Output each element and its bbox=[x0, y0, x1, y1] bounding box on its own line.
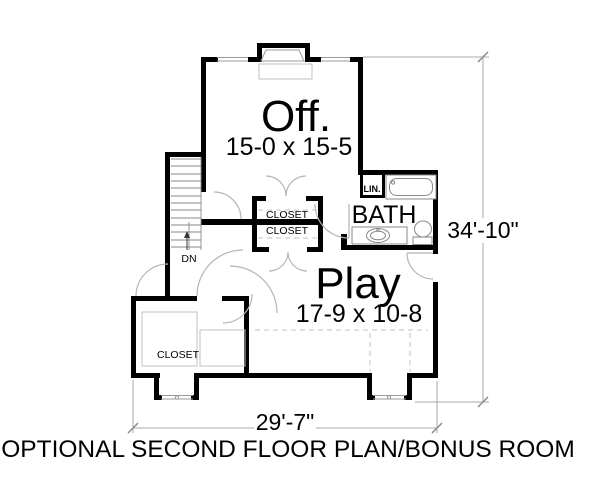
wall bbox=[201, 57, 206, 192]
stairs-down-label: DN bbox=[181, 253, 196, 265]
dimension-tick bbox=[127, 422, 139, 434]
bay-window-sill bbox=[258, 63, 313, 80]
wall bbox=[154, 395, 162, 400]
wall bbox=[248, 57, 262, 62]
wall bbox=[307, 247, 323, 252]
wall bbox=[222, 296, 249, 301]
play-door-arc bbox=[229, 265, 278, 314]
office-size: 15-0 x 15-5 bbox=[226, 133, 352, 161]
bath-fixtures bbox=[351, 174, 437, 245]
wall bbox=[201, 219, 323, 225]
bay-window-wall bbox=[257, 43, 262, 62]
dim-text-mask bbox=[254, 411, 316, 432]
walls bbox=[131, 43, 438, 400]
wall bbox=[318, 196, 323, 252]
wall bbox=[433, 282, 438, 378]
plan-title: OPTIONAL SECOND FLOOR PLAN/BONUS ROOM bbox=[1, 436, 575, 463]
closet-double-door-arc bbox=[285, 175, 307, 197]
dimension-lines bbox=[127, 51, 521, 434]
dim-text-mask bbox=[445, 218, 521, 243]
closet-double-door-arc bbox=[265, 175, 287, 197]
office-door-arc bbox=[213, 191, 242, 220]
sink-faucet bbox=[376, 228, 380, 232]
dimension-tick bbox=[477, 396, 489, 408]
sink-bowl bbox=[370, 230, 386, 241]
windows bbox=[161, 49, 406, 400]
wall bbox=[131, 296, 197, 301]
toilet-icon bbox=[414, 220, 432, 238]
bay-window-wall bbox=[305, 43, 310, 62]
wall bbox=[367, 373, 372, 400]
closet-shelving bbox=[141, 311, 198, 367]
closet-double-door-arc bbox=[287, 251, 308, 272]
wall bbox=[131, 296, 136, 378]
wall bbox=[194, 373, 199, 400]
dimension-tick bbox=[477, 51, 489, 63]
closet-room-label: CLOSET bbox=[157, 349, 200, 361]
closet-lower-label: CLOSET bbox=[266, 225, 309, 237]
window-mullion bbox=[386, 395, 392, 400]
staircase bbox=[171, 157, 202, 250]
wall bbox=[350, 57, 363, 62]
closet-room-door-arc bbox=[222, 293, 253, 324]
wall bbox=[165, 152, 170, 301]
wall bbox=[165, 152, 206, 157]
wall bbox=[194, 373, 372, 378]
bathtub-faucet bbox=[390, 180, 396, 185]
width-dimension: 29'-7" bbox=[256, 409, 315, 435]
attic-door-arc bbox=[406, 252, 434, 280]
linen-label: LIN. bbox=[364, 184, 381, 194]
bay-window-wall bbox=[257, 43, 310, 48]
toilet-tank bbox=[412, 236, 433, 245]
wall bbox=[358, 170, 438, 175]
wall bbox=[407, 373, 438, 378]
stair-arrow-head bbox=[184, 231, 190, 238]
wall bbox=[341, 245, 438, 250]
interior-lines bbox=[141, 209, 428, 372]
wall bbox=[367, 395, 375, 400]
depth-dimension: 34'-10" bbox=[447, 217, 518, 243]
linen-wall bbox=[360, 195, 384, 198]
wall bbox=[252, 247, 269, 252]
wall bbox=[404, 395, 412, 400]
doors bbox=[135, 175, 434, 324]
wall bbox=[131, 373, 160, 378]
wall bbox=[191, 395, 199, 400]
wall bbox=[433, 250, 438, 254]
wall bbox=[201, 57, 218, 62]
dimension-tick bbox=[431, 422, 443, 434]
wall bbox=[407, 373, 412, 400]
window-mullion bbox=[174, 395, 180, 400]
wall bbox=[244, 296, 249, 378]
closet-shelving bbox=[199, 329, 246, 367]
wall bbox=[252, 196, 257, 252]
wall bbox=[433, 170, 438, 250]
bathtub-basin bbox=[389, 178, 433, 196]
wall bbox=[358, 57, 363, 175]
labels: Off. 15-0 x 15-5 Play 17-9 x 10-8 BATH L… bbox=[1, 92, 575, 463]
wall bbox=[341, 234, 347, 248]
play-label: Play bbox=[315, 259, 401, 308]
bath-label: BATH bbox=[352, 201, 417, 229]
linen-wall bbox=[360, 175, 363, 198]
play-size: 17-9 x 10-8 bbox=[296, 300, 422, 328]
office-label: Off. bbox=[261, 92, 331, 141]
linen-wall bbox=[382, 175, 385, 198]
wall bbox=[306, 196, 323, 201]
wall bbox=[305, 57, 321, 62]
wall bbox=[252, 196, 266, 201]
closet-upper-label: CLOSET bbox=[266, 209, 309, 221]
wall bbox=[154, 373, 159, 400]
bay-window-icon bbox=[260, 49, 305, 62]
hall-door-arc bbox=[196, 249, 244, 297]
hall-door-arc bbox=[135, 263, 169, 297]
closet-double-door-arc bbox=[268, 251, 289, 272]
